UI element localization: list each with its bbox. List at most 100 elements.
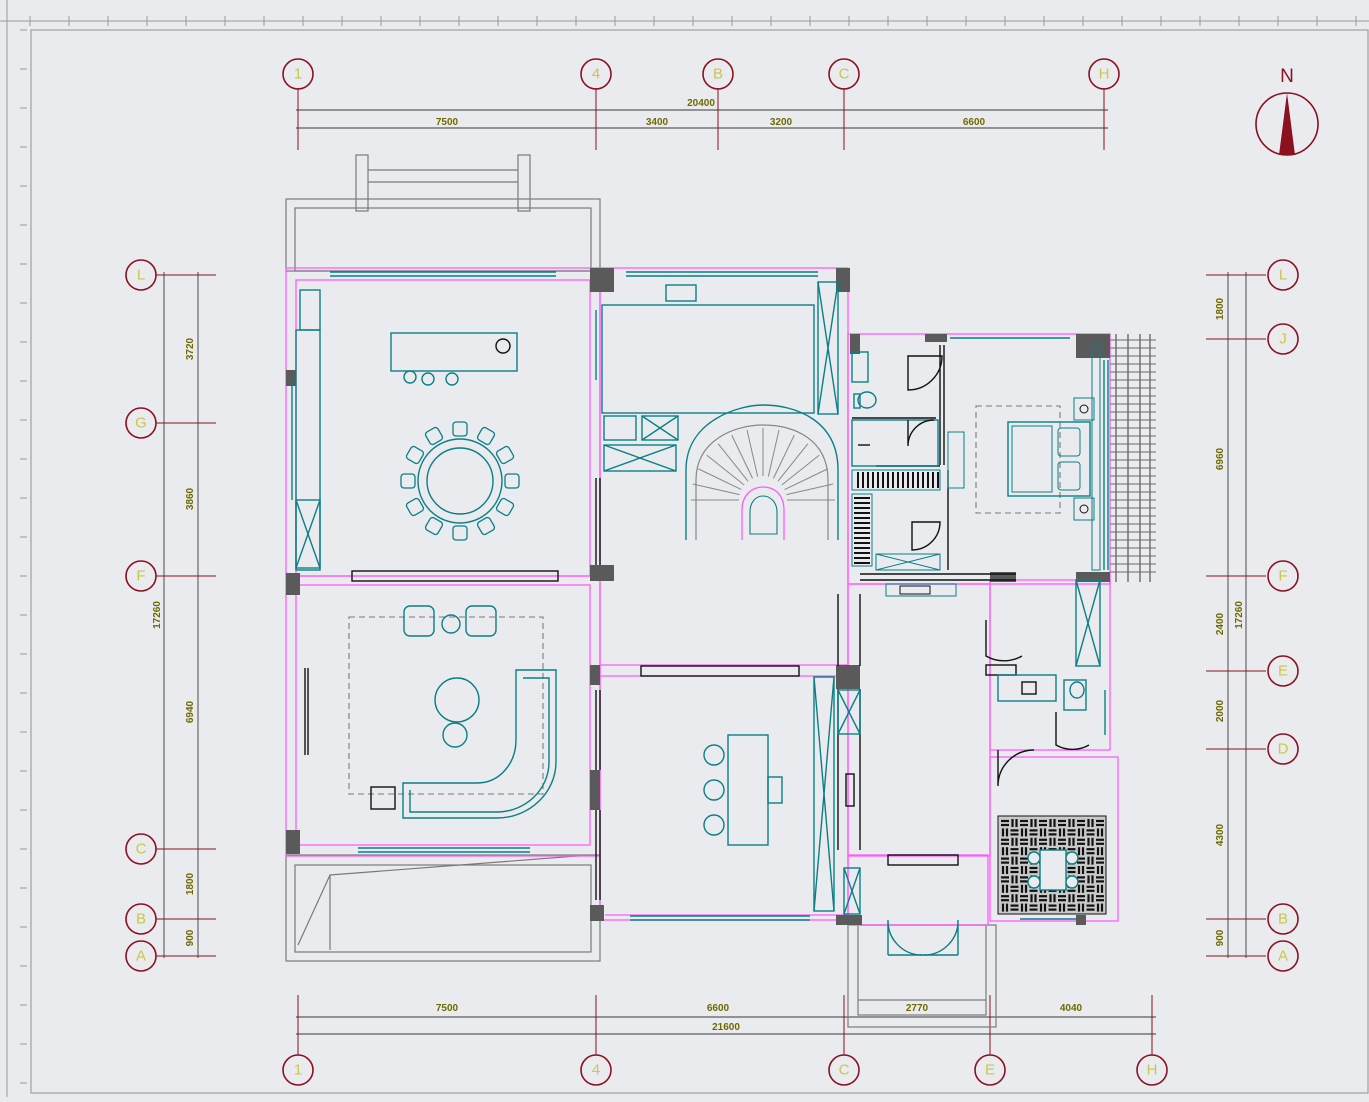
stair-tread: [731, 434, 754, 479]
dining-chair: [495, 497, 515, 517]
grid-bubble-top-c: C: [828, 58, 860, 90]
stair-tread: [717, 443, 749, 482]
grid-bubble-bottom-e: E: [974, 1054, 1006, 1086]
dim-top-4: 6600: [963, 117, 986, 128]
dining-chair: [476, 426, 496, 446]
svg-text:F: F: [1278, 568, 1287, 585]
dim-left-2: 3860: [185, 487, 196, 510]
dim-right-5: 4300: [1215, 823, 1226, 846]
svg-text:J: J: [1279, 331, 1287, 348]
dim-right-4: 2000: [1215, 699, 1226, 722]
grid-bubble-bottom-1: 1: [282, 1054, 314, 1086]
dim-top-3: 3200: [770, 117, 793, 128]
dining-chair: [504, 473, 520, 489]
kitchen-counters: [295, 289, 518, 571]
windows: [291, 271, 1109, 921]
svg-text:B: B: [713, 66, 723, 83]
svg-text:C: C: [136, 841, 147, 858]
dimension-right: 1800 6960 2400 2000 4300 900 17260: [1206, 272, 1266, 958]
dim-right-2: 6960: [1215, 447, 1226, 470]
svg-text:L: L: [1279, 267, 1287, 284]
dining-chair: [405, 445, 425, 465]
svg-text:E: E: [985, 1062, 995, 1079]
grid-bubble-left-f: F: [125, 560, 157, 592]
spiral-staircase: [685, 404, 839, 540]
svg-text:B: B: [1278, 911, 1288, 928]
grid-bubble-bottom-4: 4: [580, 1054, 612, 1086]
dim-left-1: 3720: [185, 337, 196, 360]
dim-top-2: 3400: [646, 117, 669, 128]
dimension-left: 3720 3860 6940 1800 900 17260: [152, 272, 216, 958]
svg-text:4: 4: [592, 66, 600, 83]
svg-text:L: L: [137, 267, 145, 284]
svg-text:H: H: [1147, 1062, 1158, 1079]
dining-chair: [452, 525, 468, 541]
grid-bubble-left-a: A: [125, 940, 157, 972]
stair-tread: [746, 429, 759, 477]
grid-bubble-right-a: A: [1267, 940, 1299, 972]
grid-bubble-top-4: 4: [580, 58, 612, 90]
grid-bubble-right-d: D: [1267, 733, 1299, 765]
grid-bubble-left-g: G: [125, 407, 157, 439]
master-bathroom: [851, 351, 943, 551]
dim-right-1: 1800: [1215, 297, 1226, 320]
study-table: [703, 676, 861, 915]
dining-chair: [424, 426, 444, 446]
stair-tread: [697, 468, 742, 491]
dim-bottom-2: 6600: [707, 1003, 730, 1014]
north-terrace: [285, 154, 601, 272]
dim-right-total: 17260: [1234, 601, 1245, 629]
walls: [285, 267, 1119, 926]
master-bedroom: [947, 344, 1101, 571]
grid-bubble-right-e: E: [1267, 655, 1299, 687]
grid-bubble-top-1: 1: [282, 58, 314, 90]
grid-bubble-top-b: B: [702, 58, 734, 90]
dim-left-5: 900: [185, 929, 196, 946]
grid-bubble-right-l: L: [1267, 259, 1299, 291]
south-terrace: [285, 854, 601, 962]
dining-chair: [405, 497, 425, 517]
grid-bubble-top-h: H: [1088, 58, 1120, 90]
dining-chair: [400, 473, 416, 489]
dim-bottom-4: 4040: [1060, 1003, 1083, 1014]
right-lower-rooms: [985, 579, 1107, 915]
pergola-slats: [1110, 334, 1156, 582]
svg-text:C: C: [839, 66, 850, 83]
stair-tread: [777, 443, 809, 482]
dim-left-4: 1800: [185, 872, 196, 895]
entry-doors: [887, 919, 959, 956]
dim-right-6: 900: [1215, 929, 1226, 946]
drawing-frame: [30, 29, 1369, 1094]
grid-bubble-right-f: F: [1267, 560, 1299, 592]
dim-top-total: 20400: [687, 98, 715, 109]
grid-bubble-left-c: C: [125, 833, 157, 865]
svg-text:E: E: [1278, 663, 1288, 680]
north-label: N: [1280, 66, 1294, 87]
grid-bubble-bottom-h: H: [1136, 1054, 1168, 1086]
svg-text:G: G: [135, 415, 147, 432]
grid-bubble-right-j: J: [1267, 323, 1299, 355]
north-arrow-icon: N: [1255, 66, 1319, 156]
stair-tread: [772, 434, 795, 479]
stair-tread: [706, 454, 745, 486]
pantry-cabinets: [601, 281, 839, 472]
dimension-bottom: 7500 6600 2770 4040 21600: [296, 995, 1156, 1055]
walk-in-closet: [851, 469, 957, 597]
stair-tread: [767, 429, 780, 477]
stair-tread: [786, 483, 834, 496]
dining-chair: [476, 516, 496, 536]
svg-text:H: H: [1099, 66, 1110, 83]
svg-text:1: 1: [294, 66, 302, 83]
dim-left-3: 6940: [185, 700, 196, 723]
living-room-furniture: [348, 605, 557, 819]
dim-top-1: 7500: [436, 117, 459, 128]
dim-bottom-3: 2770: [906, 1003, 929, 1014]
dining-chair: [452, 421, 468, 437]
svg-text:D: D: [1278, 741, 1289, 758]
stair-tread: [692, 483, 740, 496]
grid-bubble-left-l: L: [125, 259, 157, 291]
ruler-ticks: [20, 16, 1357, 1084]
dim-left-total: 17260: [152, 601, 163, 629]
